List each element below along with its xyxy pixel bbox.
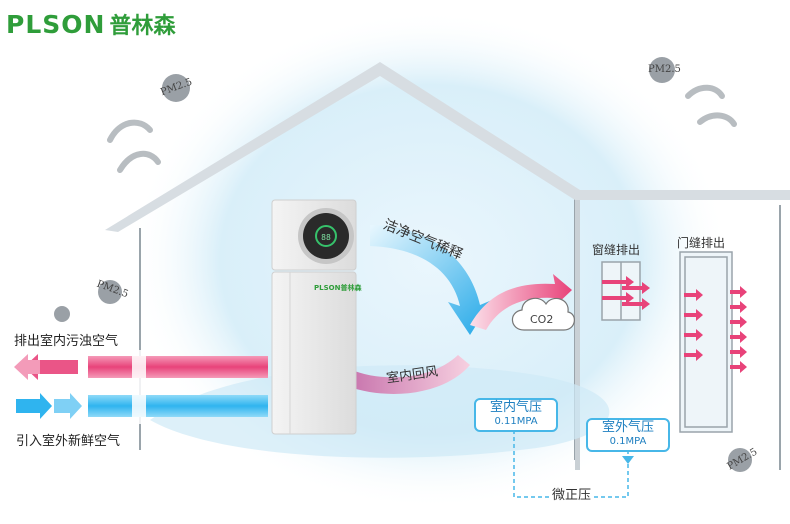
outdoor-pressure-box: 室外气压 0.1MPA bbox=[586, 418, 670, 452]
intake-label: 引入室外新鲜空气 bbox=[16, 434, 121, 449]
co2-cloud bbox=[511, 297, 575, 331]
micro-positive-label: 微正压 bbox=[549, 484, 595, 503]
pressure-connector bbox=[513, 430, 629, 498]
brand-latin: PLSON bbox=[6, 9, 106, 39]
clean-air-arrow bbox=[370, 225, 492, 335]
pm-particles bbox=[54, 57, 752, 472]
co2-arrow bbox=[470, 274, 572, 330]
door-exhaust-arrows bbox=[684, 286, 747, 373]
brand-logo: PLSON 普林森 bbox=[6, 8, 175, 40]
roof bbox=[105, 62, 790, 232]
window-exhaust-label: 窗缝排出 bbox=[592, 243, 641, 257]
window-exhaust-arrows bbox=[602, 276, 650, 310]
indoor-pressure-value: 0.11MPA bbox=[494, 416, 538, 427]
unit-brand-label: PLSON普林森 bbox=[314, 284, 362, 292]
exhaust-label: 排出室内污浊空气 bbox=[14, 334, 119, 349]
smoke-swirls bbox=[107, 84, 737, 173]
intake-pipe bbox=[88, 395, 268, 417]
floor-swirl bbox=[150, 365, 610, 458]
intake-arrows-outside bbox=[16, 393, 82, 419]
exhaust-pipe bbox=[88, 356, 268, 378]
window bbox=[601, 261, 641, 321]
brand-chinese: 普林森 bbox=[109, 14, 176, 39]
indoor-pressure-box: 室内气压 0.11MPA bbox=[474, 398, 558, 432]
pm-label-2: PM2.5 bbox=[648, 64, 681, 75]
door-exhaust-label: 门缝排出 bbox=[677, 236, 726, 250]
outdoor-pressure-value: 0.1MPA bbox=[609, 436, 647, 447]
svg-text:88: 88 bbox=[321, 233, 331, 242]
exhaust-arrows-outside bbox=[14, 354, 78, 380]
co2-label: CO2 bbox=[530, 313, 554, 326]
ventilation-unit: 88 bbox=[271, 199, 357, 435]
door bbox=[679, 251, 733, 433]
outdoor-pressure-label: 室外气压 bbox=[601, 420, 654, 435]
indoor-pressure-label: 室内气压 bbox=[489, 400, 542, 415]
